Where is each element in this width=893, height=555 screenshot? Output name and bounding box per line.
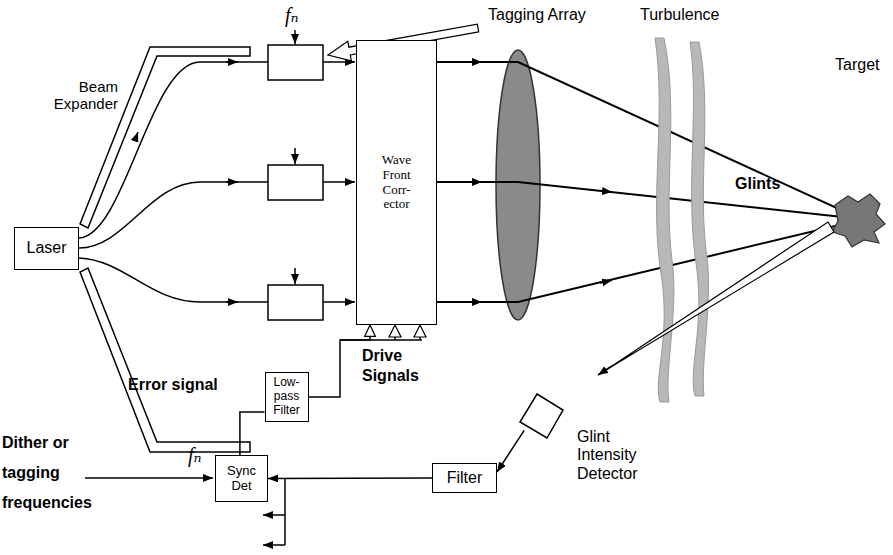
tagging-modulator — [268, 165, 323, 200]
beam-arrow — [135, 132, 138, 140]
signal-connector — [268, 477, 432, 479]
beam-expander-label: Beam Expander — [40, 78, 118, 113]
drive-arrowhead — [389, 325, 401, 337]
tag-input-arrow — [294, 268, 296, 284]
target-blob — [832, 194, 885, 247]
branch-output-arrow — [263, 544, 285, 546]
turbulence-layer — [655, 38, 674, 402]
node-text: Filter — [447, 469, 483, 487]
beam-arrow — [470, 301, 482, 303]
target-label: Target — [835, 56, 879, 74]
glint-ray — [606, 222, 834, 370]
tagging-modulator — [268, 285, 323, 320]
tagged-beam — [323, 61, 355, 63]
beam-arrow — [226, 181, 238, 183]
detector-outline — [517, 392, 565, 440]
node-text: Low- pass Filter — [269, 376, 305, 417]
signal-connector — [240, 412, 265, 455]
laser-box: Laser — [14, 227, 79, 270]
tag-input-arrow — [294, 30, 296, 44]
tagging-array-label: Tagging Array — [488, 6, 586, 24]
output-beam — [437, 62, 852, 215]
wavefront-corrector: Wave Front Corr- ector — [356, 40, 437, 325]
sync-detector-box: Sync Det — [215, 455, 268, 502]
beam-arrow — [226, 61, 238, 63]
glints-label: Glints — [735, 175, 780, 193]
detector-square — [520, 394, 563, 438]
tagged-beam — [323, 181, 355, 183]
output-beam — [437, 182, 852, 218]
laser-beam — [79, 182, 268, 248]
node-text: Laser — [26, 239, 66, 257]
node-text: Glint Intensity Detector — [577, 428, 657, 483]
beam-arrow — [470, 61, 482, 63]
tag-frequency-label: fₙ — [285, 4, 299, 27]
error-signal-label: Error signal — [128, 376, 218, 394]
drive-arrowhead — [414, 325, 426, 337]
beam-arrow — [470, 181, 482, 183]
filter-box: Filter — [432, 463, 497, 493]
branch-output-arrow — [263, 514, 285, 516]
node-text: Sync Det — [224, 464, 260, 494]
beam-arrow — [600, 191, 612, 192]
turbulence-label: Turbulence — [640, 6, 719, 24]
output-beam — [437, 222, 852, 302]
sync-frequency-label: fₙ — [188, 444, 202, 467]
tagged-beam — [323, 301, 355, 303]
glint-arrow — [598, 366, 612, 375]
turbulence-layer — [690, 42, 709, 396]
signal-connector — [309, 325, 371, 397]
lowpass-filter-box: Low- pass Filter — [265, 372, 309, 422]
laser-beam — [79, 258, 268, 302]
beam-arrow — [226, 301, 238, 303]
signal-connector — [497, 430, 524, 472]
node-text: Wave Front Corr- ector — [374, 153, 419, 213]
beam-expander-arm — [80, 47, 250, 228]
tagging-modulator — [268, 45, 323, 80]
dither-input-arrow — [85, 477, 213, 479]
drive-signals-label: Drive Signals — [362, 346, 432, 386]
signal-branch — [284, 478, 286, 545]
dither-label: Dither or tagging frequencies — [2, 428, 112, 518]
glint-detector: Glint Intensity Detector — [517, 392, 565, 440]
beam-arrow — [600, 280, 612, 283]
focusing-lens — [496, 50, 540, 320]
tag-input-arrow — [294, 148, 296, 164]
